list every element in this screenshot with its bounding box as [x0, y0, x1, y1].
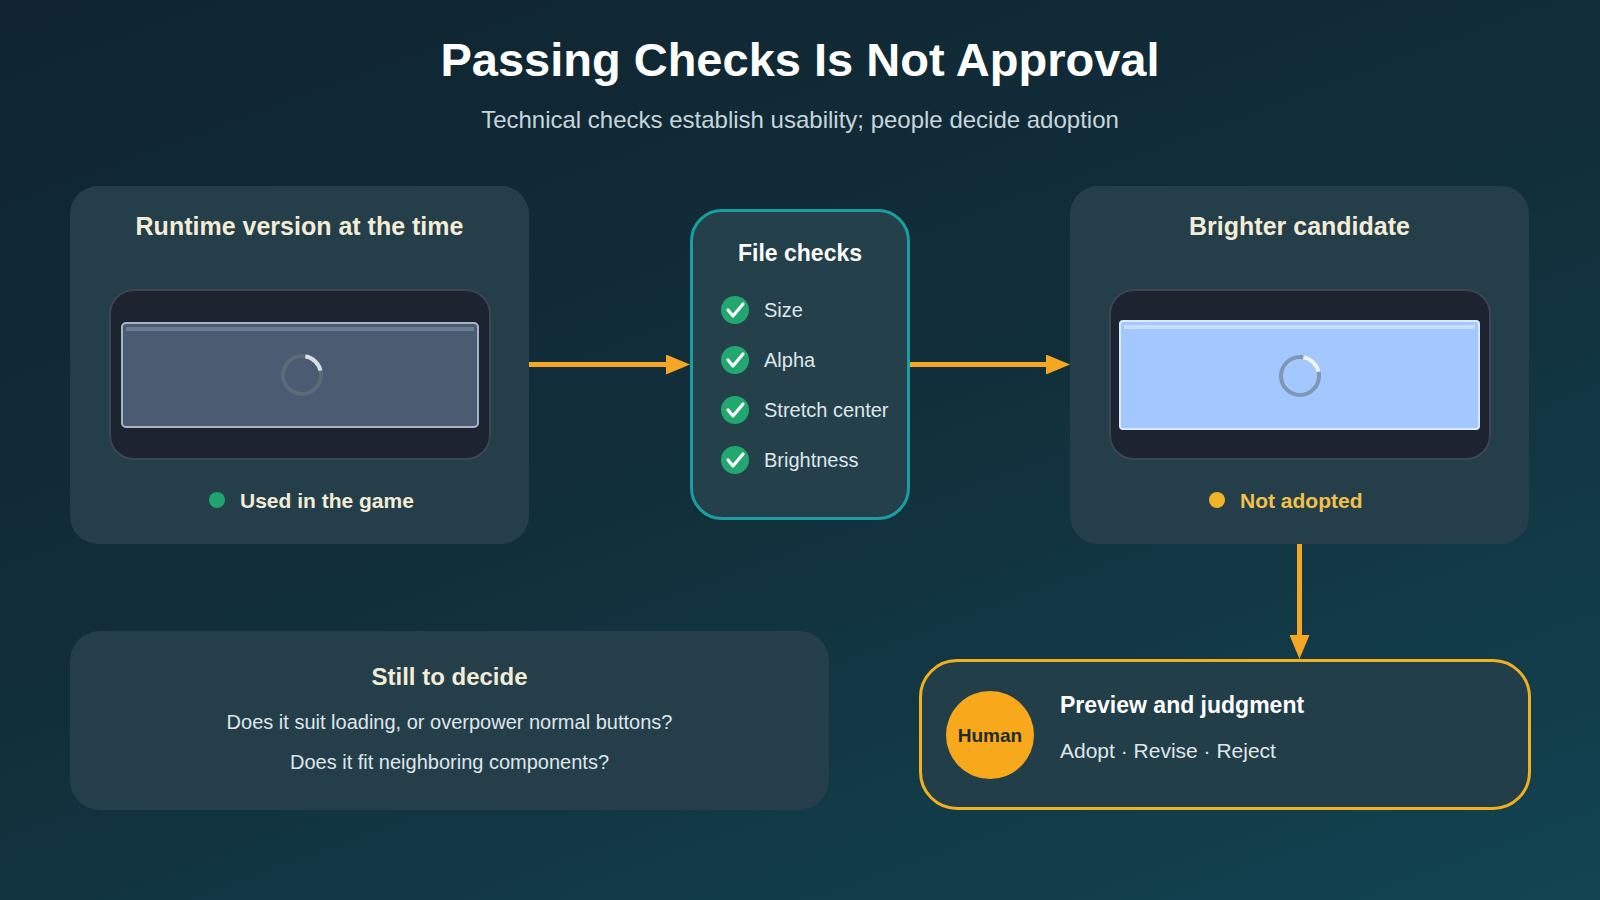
panel-heading: Runtime version at the time: [70, 210, 529, 243]
status-text: Not adopted: [1240, 487, 1520, 514]
candidate-panel: Brighter candidateNot adopted: [1070, 186, 1529, 544]
question-text: Does it suit loading, or overpower norma…: [70, 709, 829, 735]
status-dot: [209, 492, 225, 508]
check-item: Brightness: [764, 447, 906, 473]
button-sample: [1120, 321, 1479, 429]
check-icon: [721, 446, 749, 474]
decision-options: Adopt · Revise · Reject: [1060, 737, 1500, 764]
subtitle: Technical checks establish usability; pe…: [0, 104, 1600, 136]
version-panel: Runtime version at the timeUsed in the g…: [70, 186, 529, 544]
flow-arrow: [910, 362, 1056, 367]
button-sample: [122, 323, 478, 427]
check-item: Alpha: [764, 347, 906, 373]
button-highlight: [1124, 325, 1475, 329]
loading-spinner: [1281, 357, 1319, 395]
box-heading: Preview and judgment: [1060, 690, 1500, 720]
spinner-arc: [1278, 354, 1322, 398]
open-questions-box: Still to decideDoes it suit loading, or …: [70, 631, 829, 810]
review-box: Preview and judgmentAdopt · Revise · Rej…: [919, 659, 1531, 810]
button-highlight: [126, 327, 474, 331]
check-icon: [721, 396, 749, 424]
check-icon: [721, 346, 749, 374]
loading-spinner: [283, 356, 321, 394]
check-item: Stretch center: [764, 397, 906, 423]
box-heading: Still to decide: [70, 661, 829, 692]
check-icon: [721, 296, 749, 324]
preview-frame: [110, 290, 490, 459]
question-text: Does it fit neighboring components?: [70, 749, 829, 775]
actor-label: Human: [946, 723, 1034, 748]
status-text: Used in the game: [240, 487, 520, 514]
status-dot: [1209, 492, 1225, 508]
panel-heading: Brighter candidate: [1070, 210, 1529, 243]
diagram-title: Passing Checks Is Not Approval: [0, 30, 1600, 90]
box-heading: File checks: [693, 238, 907, 268]
flow-arrow: [1297, 544, 1302, 645]
check-item: Size: [764, 297, 906, 323]
flow-arrow: [529, 362, 676, 367]
actor-circle: Human: [946, 691, 1034, 779]
spinner-arc: [280, 353, 324, 397]
preview-frame: [1110, 290, 1490, 459]
checks-box: File checksSizeAlphaStretch centerBright…: [690, 209, 910, 520]
